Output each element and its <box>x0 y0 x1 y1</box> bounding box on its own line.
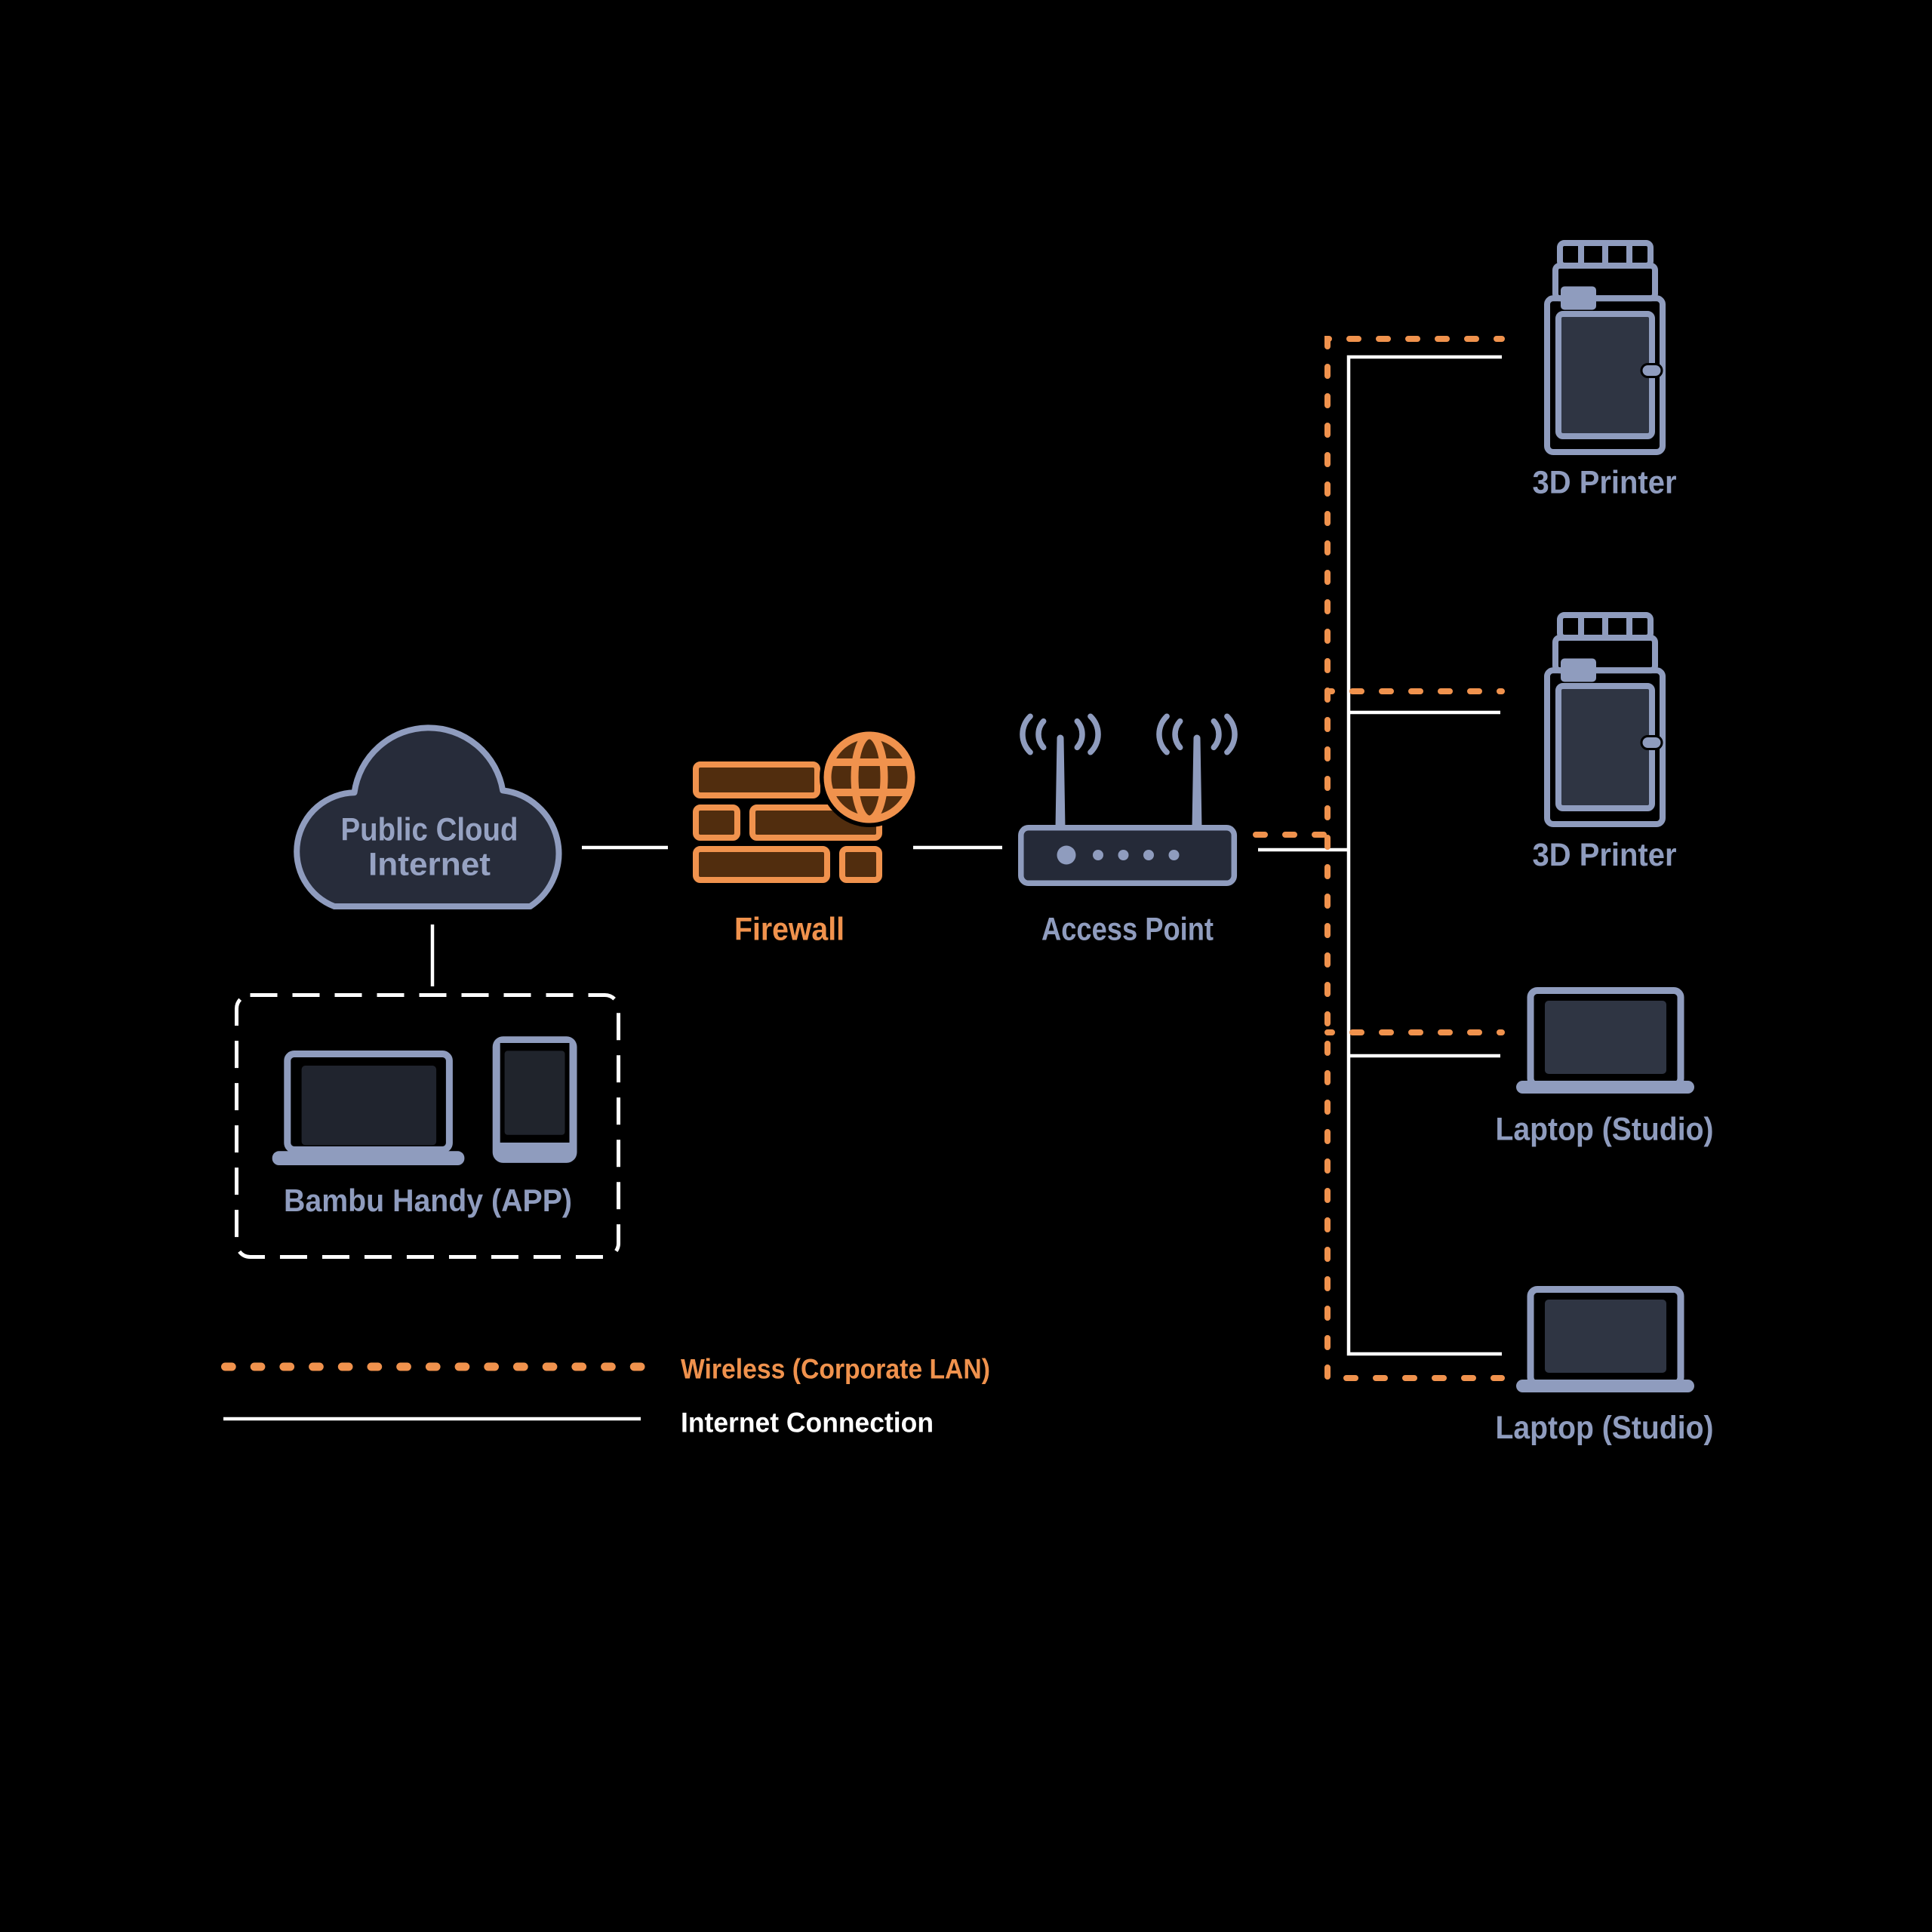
svg-text:3D Printer: 3D Printer <box>1533 837 1677 873</box>
svg-text:Bambu Handy (APP): Bambu Handy (APP) <box>284 1183 572 1218</box>
svg-text:Internet: Internet <box>368 846 491 882</box>
svg-text:Laptop (Studio): Laptop (Studio) <box>1496 1111 1714 1147</box>
svg-text:Public Cloud: Public Cloud <box>341 812 518 848</box>
svg-text:Firewall: Firewall <box>734 911 844 947</box>
svg-text:3D Printer: 3D Printer <box>1533 464 1677 500</box>
svg-text:Access Point: Access Point <box>1041 911 1214 947</box>
svg-text:Wireless (Corporate LAN): Wireless (Corporate LAN) <box>681 1354 990 1385</box>
svg-text:Internet Connection: Internet Connection <box>681 1407 934 1438</box>
svg-text:Laptop (Studio): Laptop (Studio) <box>1496 1410 1714 1446</box>
